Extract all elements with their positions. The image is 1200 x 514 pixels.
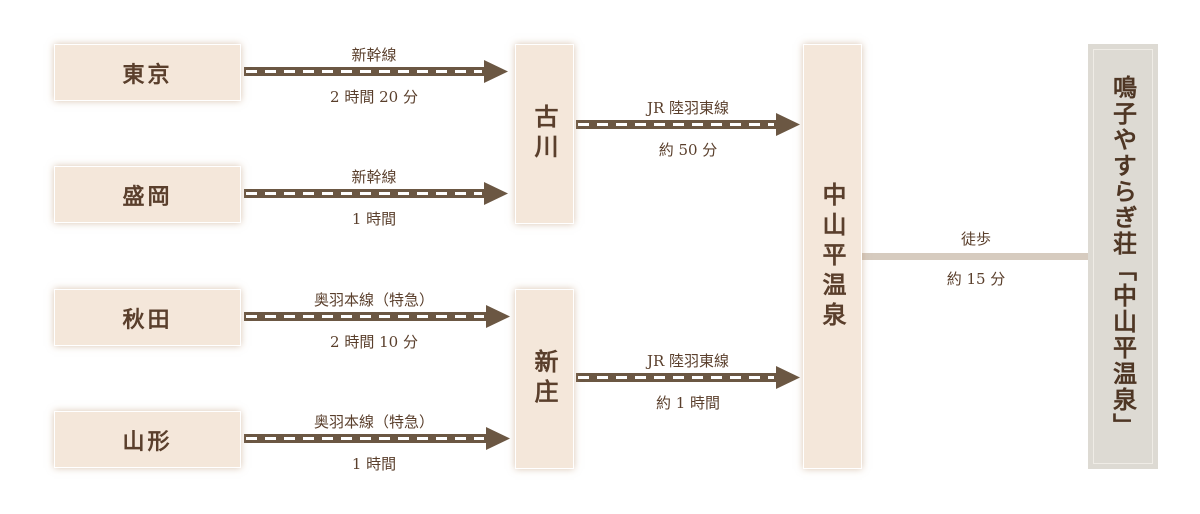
rail-akita-shinjo (244, 305, 510, 328)
route-label-line: 新幹線 (351, 168, 397, 186)
route-label-line: JR 陸羽東線 (646, 352, 730, 370)
hub-furukawa: 古川 (515, 44, 574, 224)
destination-inner-frame: 鳴子やすらぎ荘「中山平温泉」 (1093, 49, 1153, 464)
station-label: 中山平温泉 (818, 181, 847, 332)
hub-shinjo-label: 新庄 (530, 349, 559, 409)
route-label-line: 新幹線 (351, 46, 397, 64)
rail-furukawa-nakayamadaira (576, 113, 800, 136)
origin-morioka: 盛岡 (54, 166, 241, 223)
origin-tokyo: 東京 (54, 44, 241, 101)
walk-path (862, 253, 1090, 260)
hub-shinjo: 新庄 (515, 289, 574, 469)
hub-furukawa-label: 古川 (530, 104, 559, 164)
route-label-time: 約 50 分 (658, 141, 718, 159)
rail-tokyo-furukawa (244, 60, 508, 83)
route-label-time: 1 時間 (351, 455, 397, 473)
origin-akita: 秋田 (54, 289, 241, 346)
rail-yamagata-shinjo (244, 427, 510, 450)
origin-morioka-label: 盛岡 (122, 183, 173, 210)
origin-tokyo-label: 東京 (122, 61, 173, 88)
rail-morioka-furukawa (244, 182, 508, 205)
rail-shinjo-nakayamadaira (576, 366, 800, 389)
route-label-time: 約 1 時間 (655, 394, 721, 412)
route-label-time: 2 時間 10 分 (330, 333, 418, 351)
route-label-time: 1 時間 (351, 210, 397, 228)
walk-label-time: 約 15 分 (946, 270, 1006, 288)
origin-akita-label: 秋田 (122, 306, 173, 333)
walk-label-mode: 徒歩 (960, 230, 992, 248)
origin-yamagata: 山形 (54, 411, 241, 468)
destination-box: 鳴子やすらぎ荘「中山平温泉」 (1088, 44, 1158, 469)
origin-yamagata-label: 山形 (122, 428, 173, 455)
station-nakayamadaira: 中山平温泉 (803, 44, 862, 469)
route-label-line: 奥羽本線（特急） (313, 413, 435, 431)
route-label-time: 2 時間 20 分 (330, 88, 418, 106)
destination-label: 鳴子やすらぎ荘「中山平温泉」 (1108, 74, 1138, 439)
route-label-line: JR 陸羽東線 (646, 99, 730, 117)
route-label-line: 奥羽本線（特急） (313, 291, 435, 309)
